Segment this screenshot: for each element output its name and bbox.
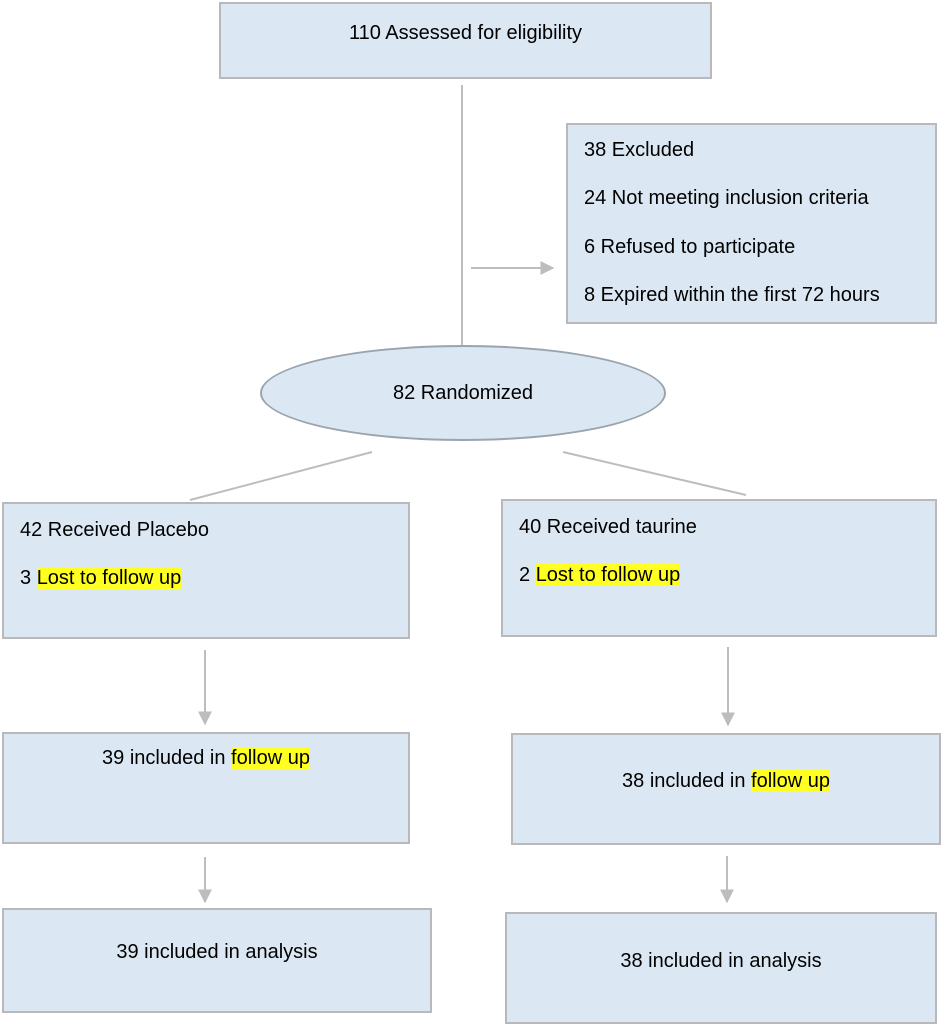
taurine-analysis-box: 38 included in analysis [505,912,937,1024]
placebo-followup-line: 39 included in follow up [4,746,408,770]
taurine-followup-box: 38 included in follow up [511,733,941,845]
connector-randomized-to-taurine [562,451,747,496]
randomized-oval: 82 Randomized [260,345,666,441]
assessed-box: 110 Assessed for eligibility [219,2,712,79]
placebo-received-box: 42 Received Placebo 3 Lost to follow up [2,502,410,639]
taurine-followup-highlight: follow up [751,770,830,792]
taurine-received-box: 40 Received taurine 2 Lost to follow up [501,499,937,637]
excluded-reason-expired: 8 Expired within the first 72 hours [584,284,880,306]
taurine-lost-line: 2 Lost to follow up [519,563,681,587]
excluded-box: 38 Excluded 24 Not meeting inclusion cri… [566,123,937,324]
placebo-lost-count: 3 [20,567,32,589]
taurine-received-text: 40 Received taurine [519,516,697,538]
placebo-lost-label: Lost to follow up [36,567,182,589]
randomized-text: 82 Randomized [392,382,534,404]
placebo-followup-prefix: 39 included in [102,747,226,769]
taurine-lost-label: Lost to follow up [535,564,681,586]
assessed-text: 110 Assessed for eligibility [348,22,583,44]
taurine-followup-line: 38 included in follow up [513,769,939,793]
connector-randomized-to-placebo [189,451,373,501]
placebo-lost-line: 3 Lost to follow up [20,566,182,590]
excluded-reason-refused: 6 Refused to participate [584,236,796,258]
placebo-followup-box: 39 included in follow up [2,732,410,844]
taurine-lost-count: 2 [519,564,531,586]
placebo-followup-highlight: follow up [231,747,310,769]
placebo-analysis-box: 39 included in analysis [2,908,432,1013]
placebo-analysis-text: 39 included in analysis [116,941,318,963]
placebo-received-text: 42 Received Placebo [20,519,210,541]
taurine-analysis-text: 38 included in analysis [620,950,822,972]
excluded-title: 38 Excluded [584,139,695,161]
taurine-followup-prefix: 38 included in [622,770,746,792]
excluded-reason-criteria: 24 Not meeting inclusion criteria [584,187,869,209]
